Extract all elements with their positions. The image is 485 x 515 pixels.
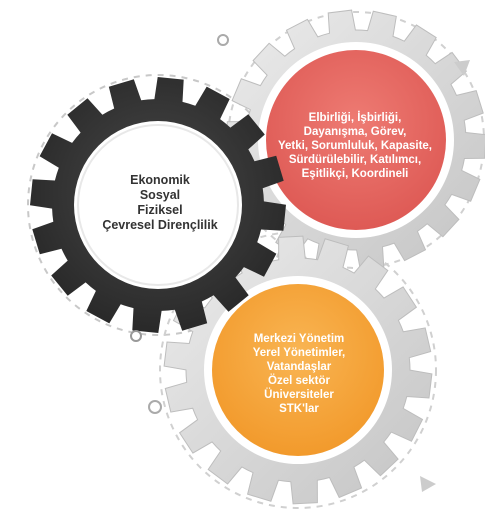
gear-red-center	[266, 50, 446, 230]
dot-marker-2	[148, 400, 162, 414]
gear-orange-center	[212, 284, 384, 456]
gear-red-label: Elbirliği, İşbirliği, Dayanışma, Görev, …	[252, 86, 458, 206]
arrow-top-icon	[454, 60, 470, 76]
gear-orange-line: Üniversiteler	[264, 389, 334, 402]
gear-orange-line: Yerel Yönetimler,	[252, 346, 346, 359]
gear-red-line: Sürdürülebilir, Katılımcı,	[288, 154, 422, 166]
gear-red-line: Dayanışma, Görev,	[303, 125, 407, 138]
gear-orange-line: Özel sektör	[268, 375, 330, 387]
gear-red-line: Elbirliği, İşbirliği,	[308, 111, 402, 124]
gear-dark-label: Ekonomik Sosyal Fiziksel Çevresel Direnç…	[78, 168, 242, 238]
gear-dark-line: Çevresel Dirençlilik	[102, 218, 218, 233]
gear-red-line: Eşitlikçi, Koordineli	[301, 168, 409, 181]
dot-marker-1	[130, 330, 142, 342]
gear-dark-center	[74, 121, 242, 289]
gear-red-line: Yetki, Sorumluluk, Kapasite,	[277, 139, 433, 152]
dot-marker-3	[217, 34, 229, 46]
gear-orange-line: Merkezi Yönetim	[253, 332, 345, 345]
gear-dark-inner-ring	[77, 124, 239, 286]
gear-dark-line: Ekonomik	[130, 172, 190, 187]
gear-dark-line: Fiziksel	[137, 203, 183, 217]
gear-orange-line: Vatandaşlar	[266, 360, 332, 373]
gear-orange-label: Merkezi Yönetim Yerel Yönetimler, Vatand…	[214, 310, 384, 438]
arrow-bottom-icon	[420, 476, 436, 492]
gear-dark-line: Sosyal	[139, 187, 181, 202]
gear-orange-line: STK'lar	[279, 403, 319, 416]
